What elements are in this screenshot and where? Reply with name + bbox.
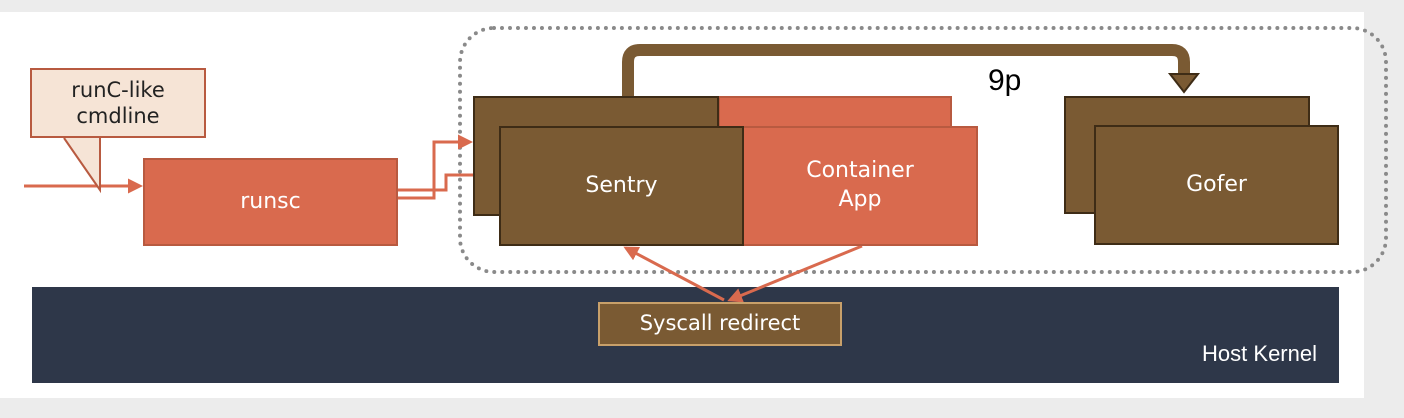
- runsc-to-sentry-arrow-upper: [398, 134, 473, 200]
- sandbox-boundary: [458, 26, 1388, 274]
- sentry-label: Sentry: [585, 172, 658, 198]
- sentry-box: Sentry: [499, 126, 744, 246]
- 9p-connector: [622, 44, 1190, 96]
- connector-layer: [24, 44, 1201, 303]
- container-app-box: Container App: [742, 126, 978, 246]
- runc-cmdline-callout: runC-like cmdline: [30, 68, 206, 138]
- container-app-label: Container App: [806, 158, 914, 212]
- runsc-to-sentry-arrow-lower: [398, 167, 499, 192]
- 9p-connector-arrowhead: [1167, 73, 1201, 94]
- diagram-canvas: Host Kernel runC-like cmdline runsc Cont…: [0, 12, 1388, 398]
- gofer-label: Gofer: [1186, 171, 1247, 197]
- host-kernel-label: Host Kernel: [1202, 341, 1317, 366]
- syscall-redirect-box: Syscall redirect: [598, 302, 842, 346]
- gofer-box: Gofer: [1094, 125, 1339, 245]
- syscall-arrow-from-app: [727, 244, 863, 303]
- protocol-9p-label: 9p: [988, 64, 1022, 97]
- syscall-redirect-label: Syscall redirect: [639, 311, 801, 336]
- runsc-label: runsc: [240, 188, 301, 214]
- callout-pointer: [63, 137, 101, 194]
- runsc-box: runsc: [143, 158, 398, 246]
- syscall-arrow-to-sentry: [623, 246, 725, 302]
